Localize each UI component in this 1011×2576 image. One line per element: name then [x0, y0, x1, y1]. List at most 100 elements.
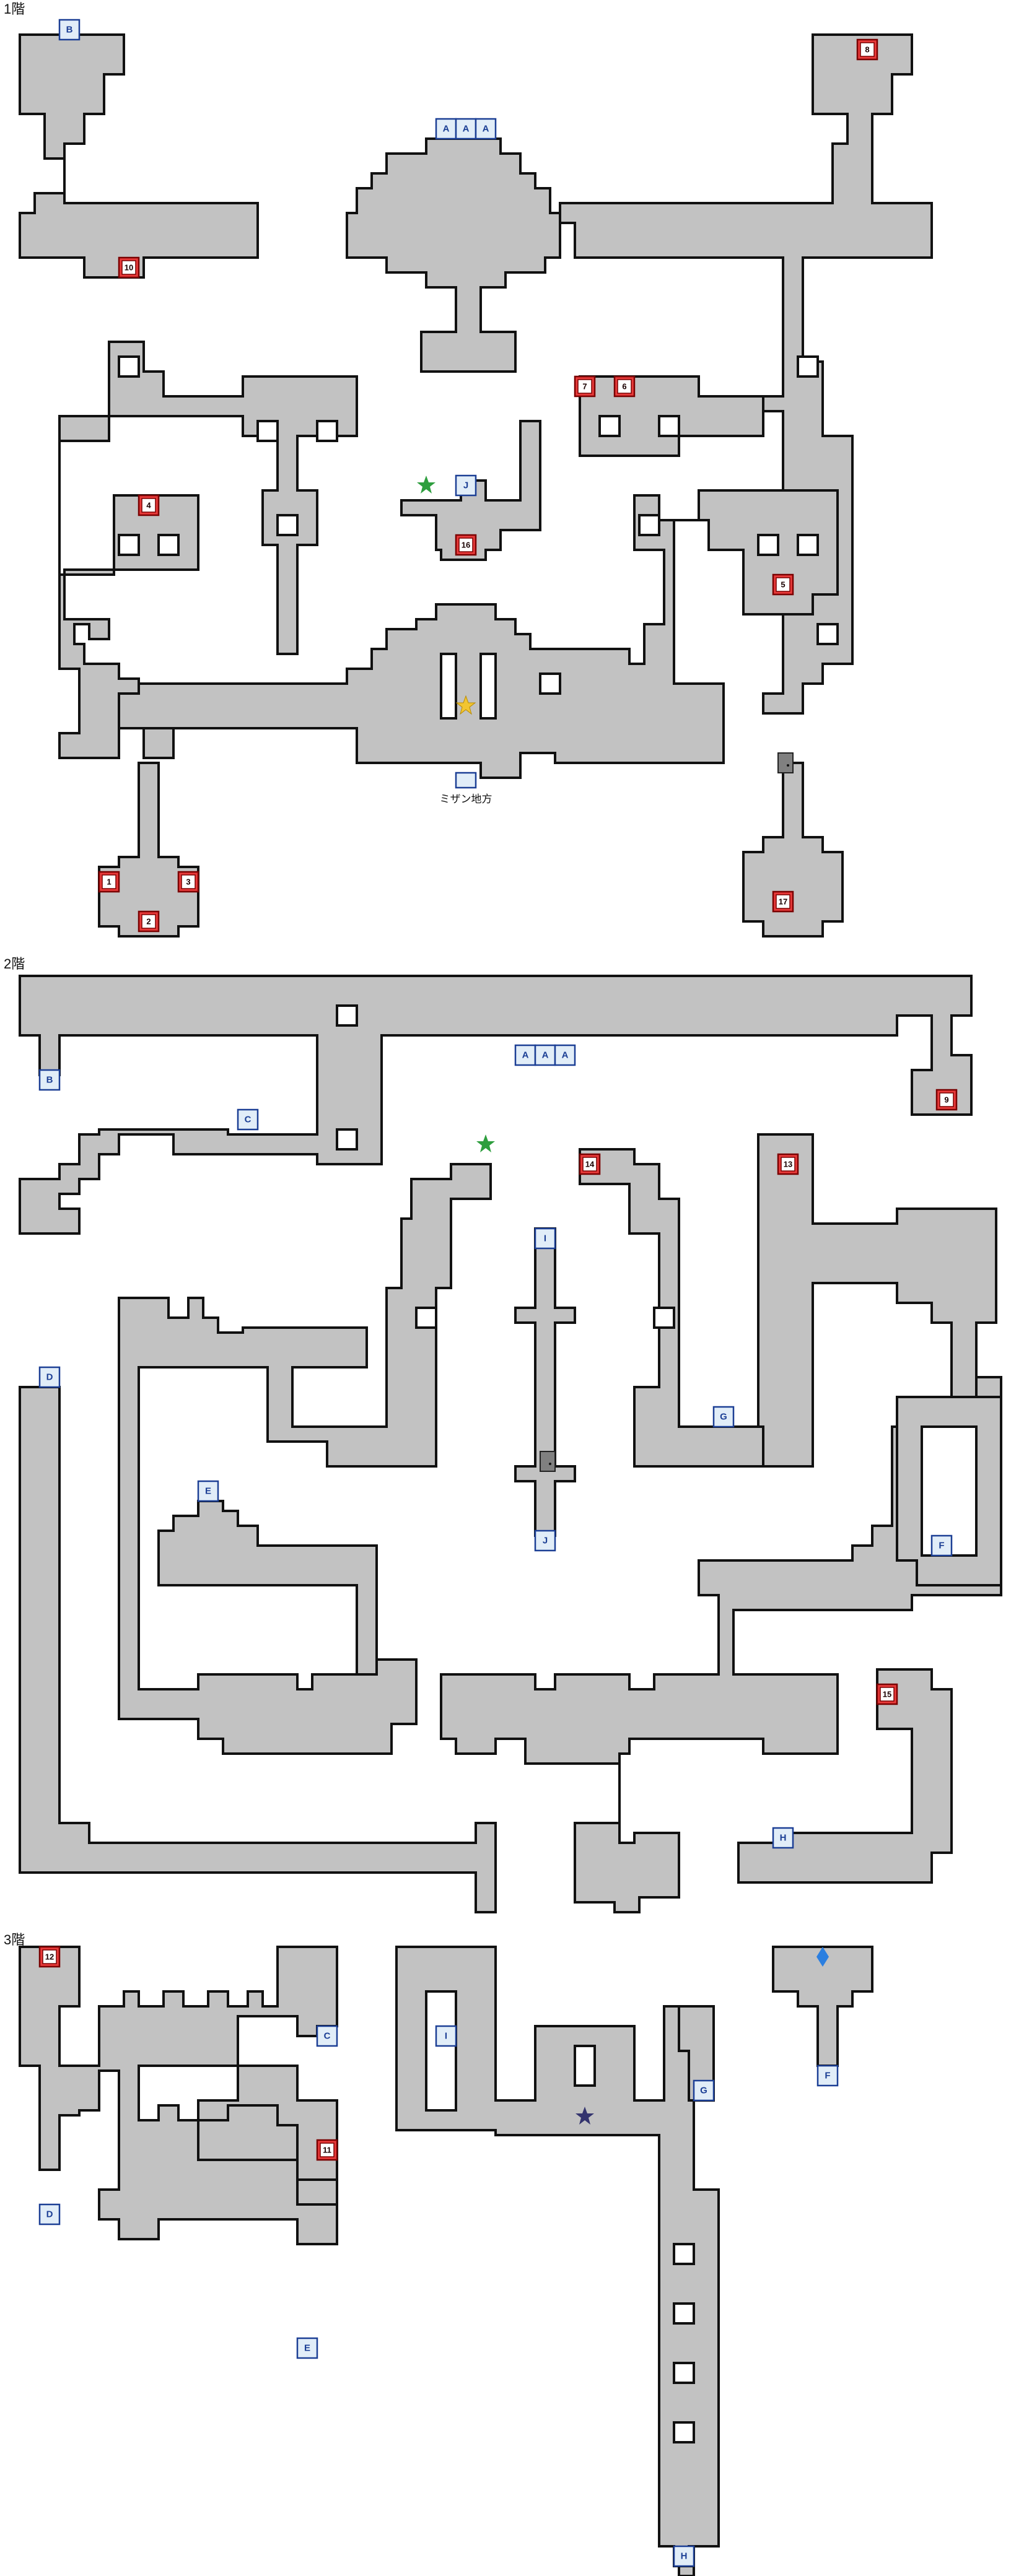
pillar — [479, 653, 497, 720]
room — [58, 341, 358, 759]
link-marker[interactable]: F — [816, 2065, 839, 2087]
link-marker[interactable]: A — [475, 118, 497, 140]
pillar — [316, 420, 338, 442]
chest-marker[interactable]: 10 — [118, 256, 140, 279]
pillar — [658, 415, 680, 437]
pillar — [673, 2421, 695, 2443]
floor-2: B A A A C I D G — [19, 975, 1002, 1913]
pillar — [638, 514, 660, 536]
chest-marker[interactable]: 16 — [455, 534, 477, 556]
room — [514, 1227, 576, 1537]
link-marker[interactable]: C — [237, 1108, 259, 1131]
pillar — [653, 1307, 675, 1329]
chest-marker[interactable]: 6 — [613, 375, 636, 398]
link-marker[interactable]: G — [693, 2079, 715, 2102]
pillar — [797, 355, 819, 378]
stair-dot — [549, 1463, 551, 1465]
chest-marker[interactable]: 3 — [177, 871, 199, 893]
chest-marker[interactable]: 7 — [574, 375, 596, 398]
chest-marker[interactable]: 13 — [777, 1153, 799, 1175]
svg-text:6: 6 — [622, 382, 626, 391]
pillar — [673, 2302, 695, 2325]
chest-marker[interactable]: 17 — [772, 890, 794, 913]
loop-hole — [921, 1425, 978, 1557]
area-label-mizan: ミザン地方 — [440, 793, 492, 805]
svg-text:J: J — [543, 1536, 548, 1546]
pillar — [440, 653, 457, 720]
room — [440, 1376, 1002, 1913]
floor-1: B A A A J ミザン地方 10 8 — [19, 19, 933, 938]
stair-icon[interactable] — [777, 752, 794, 773]
chest-marker[interactable]: 4 — [138, 494, 160, 516]
link-marker[interactable]: D — [38, 2203, 61, 2226]
svg-text:7: 7 — [582, 382, 587, 391]
link-marker[interactable]: A — [455, 118, 477, 140]
pillar — [797, 534, 819, 556]
svg-text:A: A — [542, 1050, 549, 1061]
chest-marker[interactable]: 5 — [772, 573, 794, 596]
room — [118, 489, 839, 779]
chest-marker[interactable]: 12 — [38, 1946, 61, 1968]
room — [19, 1386, 497, 1913]
room — [742, 762, 844, 938]
svg-text:E: E — [304, 2343, 310, 2354]
chest-marker[interactable]: 14 — [579, 1153, 601, 1175]
svg-text:H: H — [780, 1833, 787, 1843]
exit-marker[interactable] — [455, 772, 477, 789]
room — [678, 2005, 715, 2102]
pillar — [276, 514, 299, 536]
svg-text:I: I — [445, 2031, 447, 2042]
svg-text:15: 15 — [883, 1690, 891, 1699]
chest-marker[interactable]: 1 — [98, 871, 120, 893]
chest-marker[interactable]: 9 — [935, 1089, 958, 1111]
svg-text:A: A — [463, 124, 470, 134]
pillar — [598, 415, 621, 437]
pillar — [118, 355, 140, 378]
room — [346, 137, 561, 373]
chest-marker[interactable]: 8 — [856, 38, 878, 61]
link-marker[interactable]: A — [435, 118, 457, 140]
star-green-icon — [417, 476, 435, 494]
link-marker[interactable]: F — [930, 1534, 953, 1557]
pillar — [757, 534, 779, 556]
svg-text:E: E — [205, 1486, 211, 1497]
link-marker[interactable]: G — [712, 1406, 735, 1428]
svg-text:F: F — [825, 2071, 830, 2081]
svg-text:B: B — [66, 25, 73, 35]
link-marker[interactable]: B — [58, 19, 81, 41]
link-marker[interactable]: I — [435, 2025, 457, 2047]
chest-marker[interactable]: 15 — [876, 1683, 898, 1705]
pillar — [336, 1128, 358, 1151]
svg-text:C: C — [324, 2031, 331, 2042]
chest-marker[interactable]: 2 — [138, 910, 160, 933]
link-marker[interactable]: E — [197, 1480, 219, 1502]
link-marker[interactable]: A — [554, 1044, 576, 1066]
link-marker[interactable]: E — [296, 2337, 318, 2359]
pillar — [673, 2362, 695, 2384]
link-marker[interactable]: H — [772, 1827, 794, 1849]
stair-icon[interactable] — [540, 1451, 556, 1472]
link-marker[interactable]: I — [534, 1227, 556, 1250]
pillar — [574, 2045, 596, 2087]
link-marker[interactable]: J — [534, 1530, 556, 1552]
svg-text:4: 4 — [146, 501, 151, 510]
room — [19, 33, 259, 279]
room — [98, 762, 199, 938]
link-marker[interactable]: B — [38, 1069, 61, 1091]
chest-marker[interactable]: 11 — [316, 2139, 338, 2161]
link-marker[interactable]: H — [673, 2545, 695, 2567]
link-marker[interactable]: D — [38, 1366, 61, 1388]
floor-label-2: 2階 — [4, 956, 25, 972]
pillar — [673, 2243, 695, 2265]
inner-frame-hole — [425, 1990, 457, 2112]
link-marker[interactable]: C — [316, 2025, 338, 2047]
link-marker[interactable]: J — [455, 474, 477, 497]
pillar — [118, 534, 140, 556]
svg-text:D: D — [46, 1372, 53, 1383]
svg-text:C: C — [245, 1115, 252, 1125]
link-marker[interactable]: A — [514, 1044, 536, 1066]
pillar — [539, 672, 561, 695]
link-marker[interactable]: A — [534, 1044, 556, 1066]
room — [737, 1668, 953, 1884]
